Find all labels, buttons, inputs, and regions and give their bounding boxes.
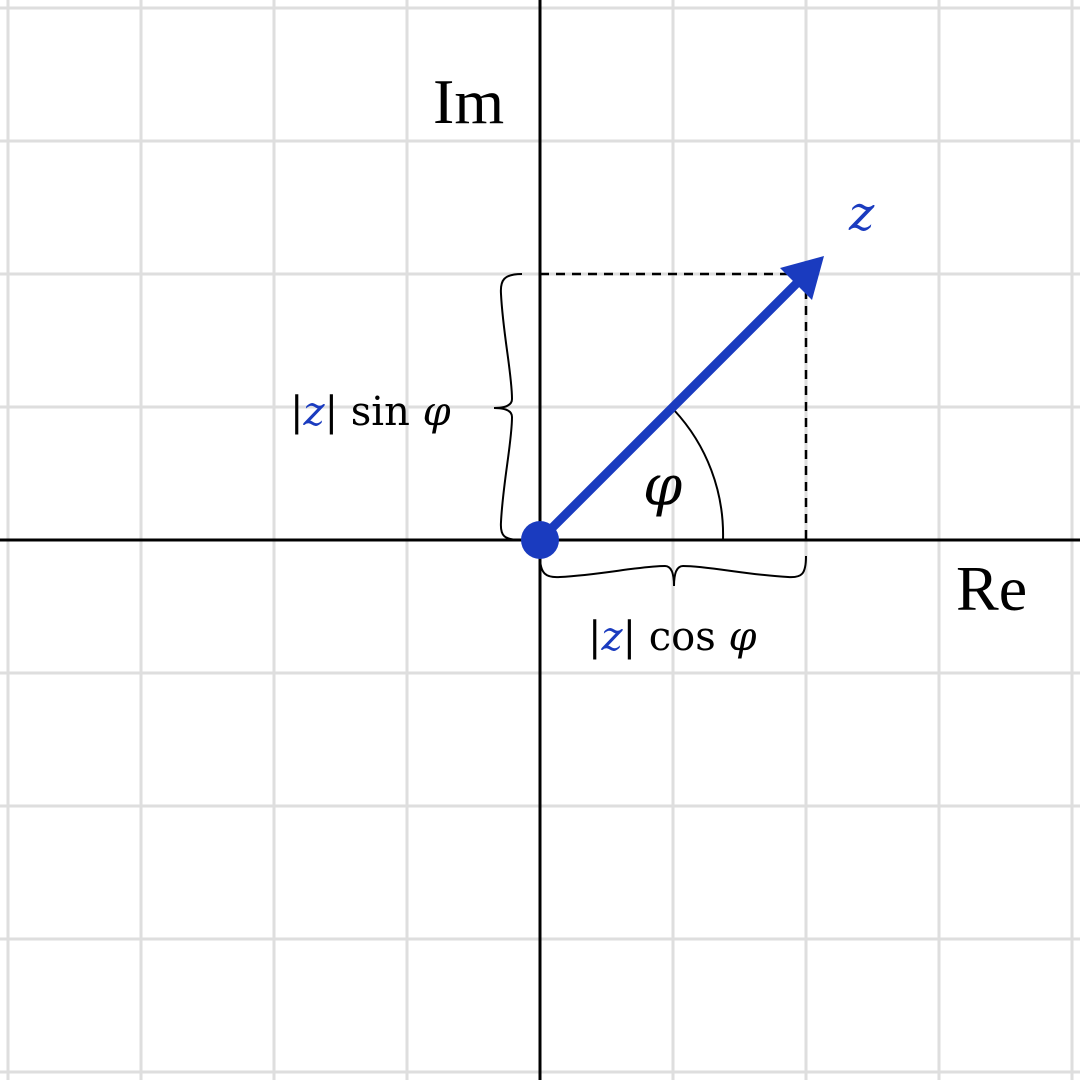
angle-label: φ — [643, 454, 682, 519]
vector-shaft — [535, 272, 808, 545]
cosine-projection-label: |z| cos φ — [588, 614, 757, 660]
real-axis-label: Re — [956, 553, 1027, 624]
angle-arc — [673, 409, 725, 541]
sine-angle: φ — [423, 389, 451, 435]
sine-function: sin — [351, 389, 410, 435]
cosine-space — [716, 614, 729, 660]
vertical-brace — [493, 273, 523, 541]
vector-label: z — [848, 186, 875, 242]
horizontal-brace — [539, 555, 807, 587]
vector-z — [521, 256, 824, 559]
sine-projection-label: |z| sin φ — [290, 389, 451, 435]
origin-point — [521, 521, 559, 559]
cosine-modulus: z — [600, 614, 623, 660]
imaginary-axis-label: Im — [433, 66, 504, 137]
cosine-angle: φ — [729, 614, 757, 660]
cosine-function: cos — [649, 614, 716, 660]
sine-modulus: z — [302, 389, 325, 435]
vector-arrowhead — [780, 256, 824, 300]
cosine-right-bar: | — [623, 614, 649, 660]
sine-right-bar: | — [325, 389, 351, 435]
sine-space — [410, 389, 423, 435]
cosine-left-bar: | — [588, 614, 601, 660]
projection-lines — [540, 272, 808, 540]
sine-left-bar: | — [290, 389, 303, 435]
